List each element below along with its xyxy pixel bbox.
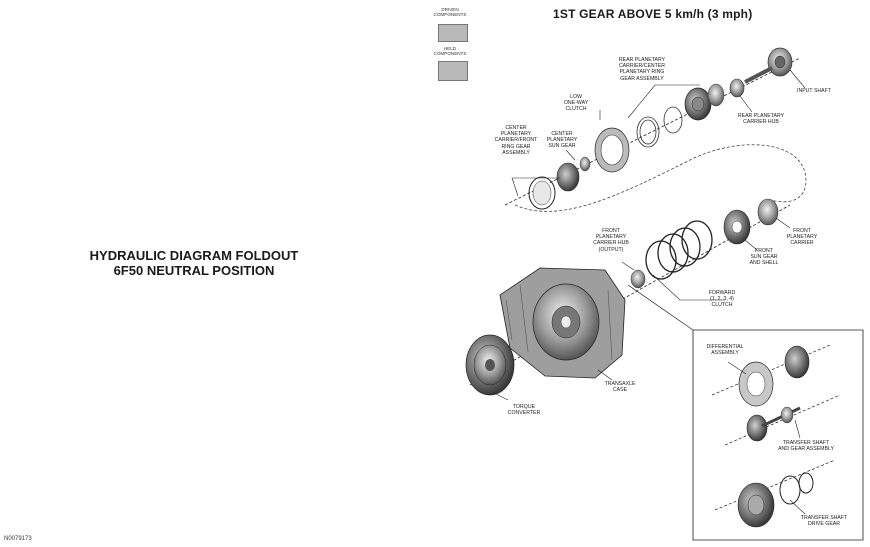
connector-loop (514, 144, 807, 212)
inset-box (627, 284, 864, 541)
legend-driven-swatch (438, 24, 468, 42)
label-front-carrier: FRONT PLANETARY CARRIER (786, 228, 818, 247)
label-front-carrier-hub: FRONT PLANETARY CARRIER HUB (OUTPUT) (593, 228, 629, 253)
legend-held-swatch (438, 61, 468, 81)
label-input-shaft: INPUT SHAFT (797, 88, 831, 94)
transaxle-case-part (499, 267, 626, 379)
gear-title: 1ST GEAR ABOVE 5 km/h (3 mph) (553, 7, 753, 21)
label-front-sun: FRONT SUN GEAR AND SHELL (749, 248, 779, 267)
legend-held-label: HELD COMPONENTS (433, 46, 467, 57)
torque-converter-part (465, 334, 515, 396)
label-low-clutch: LOW ONE-WAY CLUTCH (563, 94, 589, 113)
label-transfer-drive: TRANSFER SHAFT DRIVE GEAR (800, 515, 848, 528)
label-center-sun: CENTER PLANETARY SUN GEAR (546, 131, 578, 150)
label-forward-clutch: FORWARD (1, 2, 3, 4) CLUTCH (708, 290, 736, 309)
label-rear-planetary: REAR PLANETARY CARRIER/CENTER PLANETARY … (618, 57, 666, 82)
forward-clutch-plates (645, 220, 713, 280)
label-transfer-shaft: TRANSFER SHAFT AND GEAR ASSEMBLY (778, 440, 834, 453)
label-differential: DIFFERENTIAL ASSEMBLY (706, 344, 744, 357)
differential-part (738, 345, 810, 407)
label-center-carrier: CENTER PLANETARY CARRIER/FRONT RING GEAR… (494, 125, 538, 156)
front-carrier-part (757, 198, 779, 226)
center-carrier-part (528, 162, 580, 210)
legend-driven-label: DRIVEN COMPONENTS (433, 7, 467, 18)
input-shaft-part (744, 47, 793, 84)
main-title-line1: HYDRAULIC DIAGRAM FOLDOUT (89, 248, 299, 263)
main-title-line2: 6F50 NEUTRAL POSITION (113, 263, 275, 278)
rear-carrier-hub-part (729, 78, 745, 98)
front-carrier-hub-part (630, 269, 646, 289)
low-clutch-part (594, 127, 630, 173)
label-rear-carrier-hub: REAR PLANETARY CARRIER HUB (737, 113, 785, 126)
main-title: HYDRAULIC DIAGRAM FOLDOUT 6F50 NEUTRAL P… (64, 248, 324, 278)
center-sun-gear-part (579, 156, 591, 172)
transfer-drive-part (737, 472, 814, 528)
leader-lines (493, 69, 806, 515)
front-sun-part (723, 209, 751, 245)
label-torque-converter: TORQUE CONVERTER (507, 404, 541, 417)
rear-planetary-part (684, 83, 725, 121)
rear-rings (636, 106, 683, 148)
label-transaxle-case: TRANSAXLE CASE (604, 381, 636, 394)
document-number: N0079173 (4, 536, 32, 542)
inset-axis-lines (711, 344, 841, 511)
transfer-shaft-part (746, 406, 801, 442)
